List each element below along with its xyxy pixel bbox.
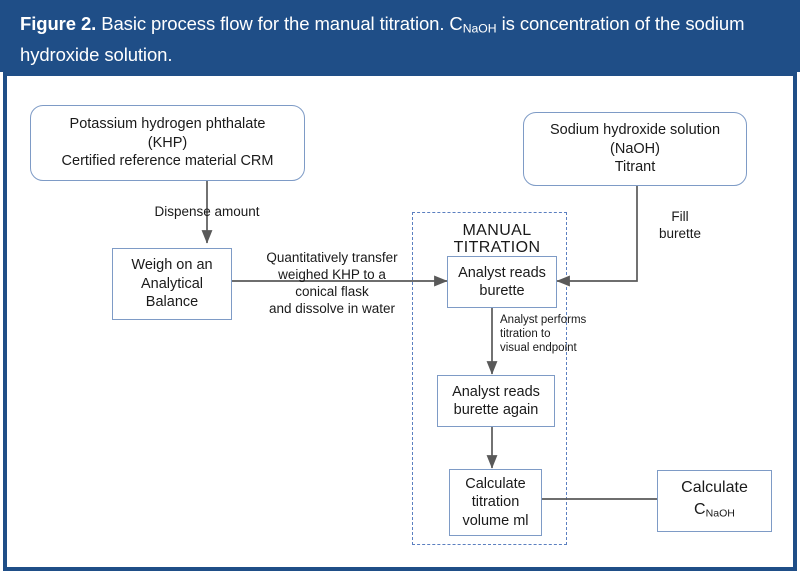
figure-caption-subscript: NaOH <box>462 21 497 36</box>
box-reads-again-line2: burette again <box>453 402 539 418</box>
box-reads-line1: Analyst reads <box>458 264 546 281</box>
box-calc-volume-line3: volume ml <box>462 512 529 529</box>
box-analyst-reads-burette: Analyst reads burette <box>447 256 557 308</box>
figure-caption-label: Figure 2. <box>20 13 97 34</box>
label-dispense-amount: Dispense amount <box>154 204 260 219</box>
box-naoh-line1: Sodium hydroxide solution <box>549 122 721 139</box>
connector-naoh-to-reads <box>556 186 638 287</box>
box-calc-volume-line2: titration <box>471 494 520 511</box>
box-reads-again-line1: Analyst reads <box>452 383 540 400</box>
box-naoh: Sodium hydroxide solution (NaOH) Titrant <box>523 112 747 186</box>
box-khp: Potassium hydrogen phthalate (KHP) Certi… <box>30 105 305 181</box>
box-khp-line3: Certified reference material CRM <box>61 153 274 170</box>
figure-caption-text-2: is concentration of the sodium hydroxide… <box>20 13 745 65</box>
box-calculate-concentration: Calculate CNaOH <box>657 470 772 532</box>
box-khp-line1: Potassium hydrogen phthalate <box>69 116 266 133</box>
box-naoh-line3: Titrant <box>614 159 656 176</box>
label-manual-titration: MANUAL TITRATION <box>453 222 541 256</box>
label-quantitative-transfer: Quantitatively transfer weighed KHP to a… <box>266 250 398 316</box>
box-weigh-line1: Weigh on an <box>131 257 213 274</box>
box-weigh-balance: Weigh on an Analytical Balance <box>112 248 232 320</box>
box-weigh-line2: Analytical <box>140 275 204 292</box>
box-calc-conc-symbol: C <box>694 501 706 519</box>
figure-caption-text-1: Basic process flow for the manual titrat… <box>96 13 463 34</box>
box-khp-line2: (KHP) <box>147 134 188 151</box>
manual-titration-group <box>412 212 567 545</box>
figure-caption: Figure 2. Basic process flow for the man… <box>0 0 800 72</box>
box-calc-conc-line1: Calculate <box>681 479 748 497</box>
box-reads-line2: burette <box>479 283 525 299</box>
box-naoh-line2: (NaOH) <box>610 140 660 157</box>
box-calc-conc-subscript: NaOH <box>705 507 735 520</box>
box-analyst-reads-burette-again: Analyst reads burette again <box>437 375 555 427</box>
box-weigh-line3: Balance <box>145 294 199 311</box>
box-calculate-titration-volume: Calculate titration volume ml <box>449 469 542 536</box>
label-analyst-performs-titration: Analyst performs titration to visual end… <box>500 314 587 354</box>
label-fill-burette: Fill burette <box>658 209 702 241</box>
box-calc-volume-line1: Calculate <box>465 475 526 492</box>
